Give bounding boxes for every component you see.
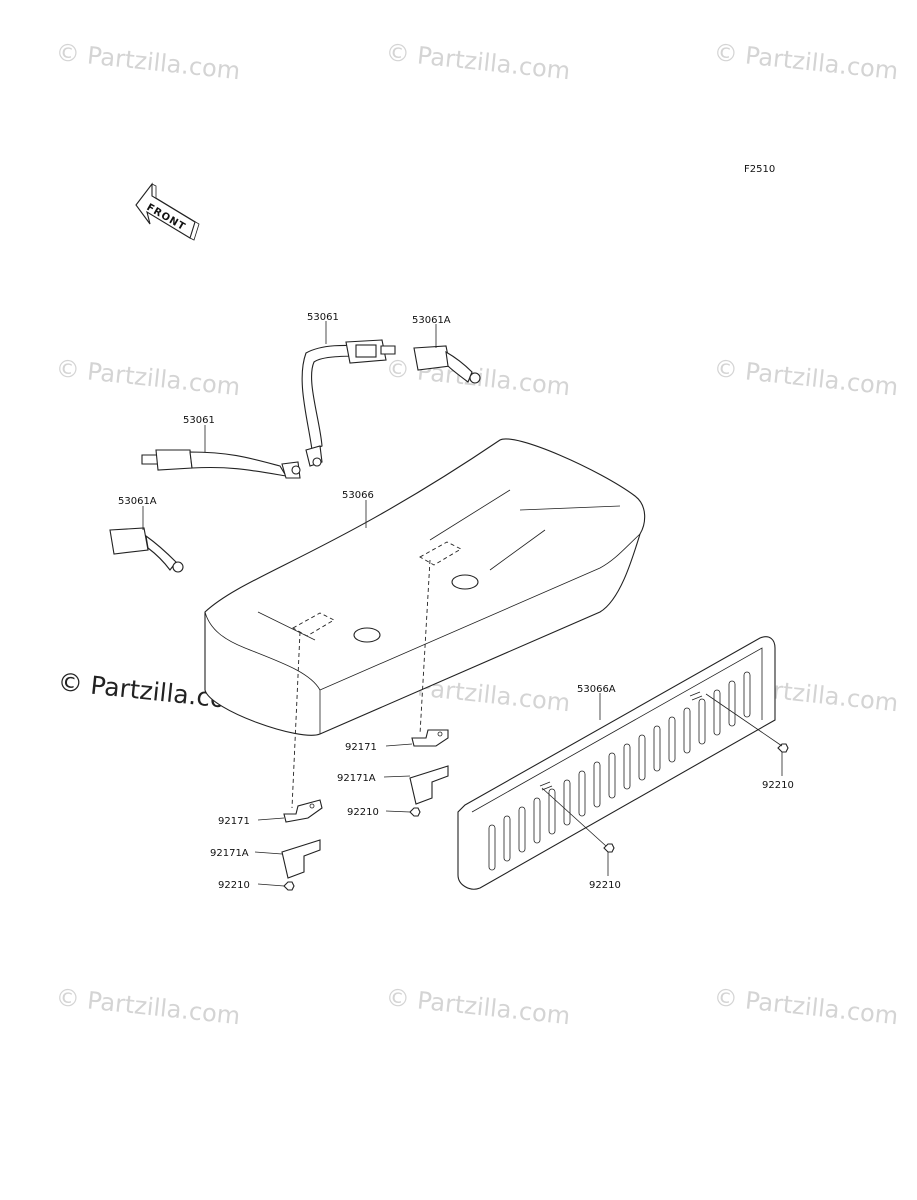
watermark: © Partzilla.com [384,983,571,1030]
part-label-53066a: 53066A [577,684,616,695]
watermark: © Partzilla.com [712,354,899,401]
part-label-92210-back-right: 92210 [762,780,794,791]
leader-line [257,817,285,821]
leader-line [385,743,413,747]
watermark: © Partzilla.com [54,354,241,401]
part-label-92171-center: 92171 [345,742,377,753]
bracket-92171-left [283,799,323,823]
fit-line [291,631,301,809]
nut-92210-center [409,807,421,817]
backrest-panel [457,636,776,890]
part-label-53061a-lower: 53061A [118,496,157,507]
part-label-92210-back-center: 92210 [589,880,621,891]
part-label-92171-left: 92171 [218,816,250,827]
buckle-lower [109,527,184,573]
watermark: © Partzilla.com [712,983,899,1030]
leader-line [383,775,411,778]
fit-line [419,559,431,735]
part-label-92171a-left: 92171A [210,848,249,859]
leader-line [254,851,283,855]
watermark: © Partzilla.com [54,983,241,1030]
bracket-92171a-center [409,765,449,805]
part-label-92210-center: 92210 [347,807,379,818]
bracket-92171-center [411,729,449,747]
seat-belt-upper [301,339,396,467]
figure-code: F2510 [744,164,775,175]
part-label-53061-upper: 53061 [307,312,339,323]
leader-line [257,883,285,887]
nut-92210-back-right [777,743,789,753]
fit-line [705,693,783,747]
watermark: © Partzilla.com [384,38,571,85]
watermark: © Partzilla.com [712,38,899,85]
nut-92210-left [283,881,295,891]
part-label-92210-left: 92210 [218,880,250,891]
part-label-53061a-upper: 53061A [412,315,451,326]
leader-line [385,810,411,813]
front-arrow-icon: FRONT [135,182,200,241]
buckle-upper [413,345,481,384]
bracket-92171a-left [281,839,321,879]
part-label-92171a-center: 92171A [337,773,376,784]
fit-line [541,787,607,847]
seat-cushion [204,438,646,736]
seat-belt-lower [141,449,301,479]
part-label-53066: 53066 [342,490,374,501]
watermark: © Partzilla.com [54,38,241,85]
part-label-53061-lower: 53061 [183,415,215,426]
